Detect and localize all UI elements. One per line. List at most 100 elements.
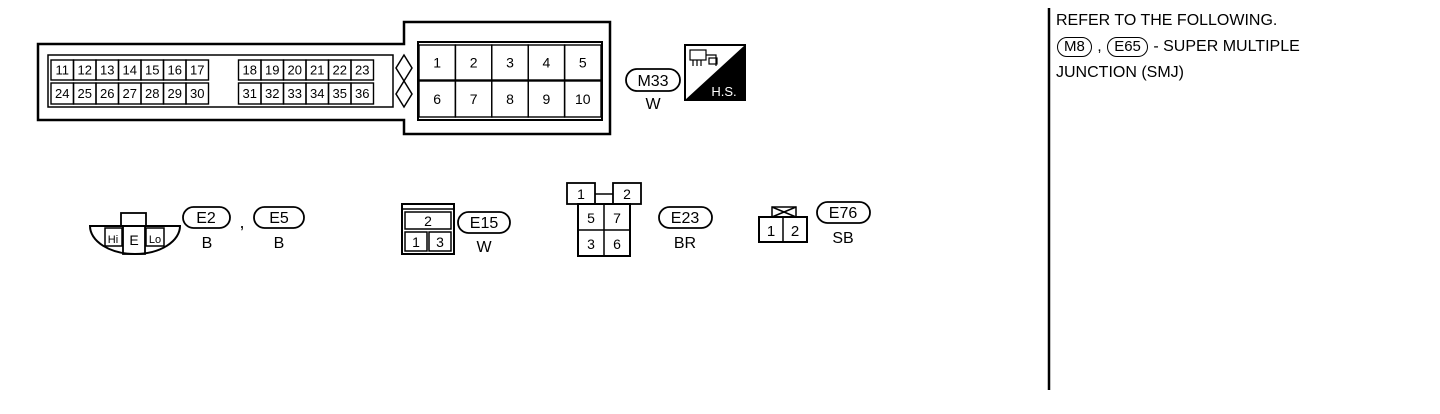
pin-20: 20 bbox=[288, 63, 302, 78]
note-line-2-text: - SUPER MULTIPLE bbox=[1153, 38, 1300, 55]
pin-12: 12 bbox=[78, 63, 92, 78]
pin-1: 1 bbox=[433, 55, 441, 71]
e15-label: E15 bbox=[470, 215, 499, 232]
pin-14: 14 bbox=[123, 63, 137, 78]
pin-4: 4 bbox=[543, 55, 551, 71]
pin-7: 7 bbox=[470, 91, 478, 107]
pin-15: 15 bbox=[145, 63, 159, 78]
pin-32: 32 bbox=[265, 86, 279, 101]
pin-22: 22 bbox=[333, 63, 347, 78]
keyway-upper bbox=[395, 53, 413, 83]
pin-26: 26 bbox=[100, 86, 114, 101]
m33-label: M33 bbox=[637, 73, 668, 90]
e23-pin-3: 3 bbox=[587, 236, 595, 252]
right-pins-top: 1 2 3 4 5 bbox=[418, 44, 602, 81]
pin-cell bbox=[185, 82, 210, 105]
main-connector-housing bbox=[36, 20, 612, 136]
pin-16: 16 bbox=[168, 63, 182, 78]
note-line-1: REFER TO THE FOLLOWING. bbox=[1056, 12, 1278, 29]
smj-reference-note: REFER TO THE FOLLOWING. M8 , E65 - SUPER… bbox=[1056, 8, 1436, 86]
pin-3: 3 bbox=[506, 55, 514, 71]
pin-31: 31 bbox=[243, 86, 257, 101]
pin-11: 11 bbox=[56, 63, 70, 78]
e2-color: B bbox=[202, 235, 213, 252]
e76-pin-1: 1 bbox=[767, 223, 775, 240]
e15-pin-1: 1 bbox=[412, 234, 420, 250]
e23-pin-5: 5 bbox=[587, 210, 595, 226]
e76-color: SB bbox=[832, 230, 853, 247]
pin-cell bbox=[563, 80, 602, 118]
connector-sketch-icon bbox=[689, 49, 718, 66]
pin-17: 17 bbox=[190, 63, 204, 78]
e23-pin-7: 7 bbox=[613, 210, 621, 226]
e23-pin-2: 2 bbox=[623, 186, 631, 202]
keyway-lower bbox=[395, 79, 413, 109]
e23-badge bbox=[658, 206, 713, 229]
pin-19: 19 bbox=[265, 63, 279, 78]
left-pins-bottom: 24 25 26 27 28 29 30 31 32 33 34 35 36 bbox=[50, 82, 375, 105]
e5-label: E5 bbox=[269, 210, 289, 227]
e23-connector: 1 2 5 7 3 6 bbox=[566, 182, 642, 257]
pin-27: 27 bbox=[123, 86, 137, 101]
pin-23: 23 bbox=[355, 63, 369, 78]
pin-33: 33 bbox=[288, 86, 302, 101]
pin-34: 34 bbox=[310, 86, 324, 101]
left-pins-top: 11 12 13 14 15 16 17 18 19 20 21 22 23 bbox=[50, 59, 375, 81]
e76-connector: 1 2 bbox=[758, 206, 808, 243]
e15-badge bbox=[457, 211, 511, 234]
hs-symbol: H.S. bbox=[684, 44, 746, 101]
left-pin-block bbox=[47, 54, 394, 108]
ref-e65-badge: E65 bbox=[1107, 37, 1148, 57]
e76-pin-2: 2 bbox=[791, 223, 799, 240]
e15-pin-3: 3 bbox=[436, 234, 444, 250]
e15-color: W bbox=[476, 239, 492, 256]
pin-hi: Hi bbox=[108, 234, 118, 246]
e2-e5-separator: , bbox=[239, 212, 244, 232]
pin-8: 8 bbox=[506, 91, 514, 107]
pin-35: 35 bbox=[333, 86, 347, 101]
pin-18: 18 bbox=[243, 63, 257, 78]
e23-color: BR bbox=[674, 235, 696, 252]
pin-24: 24 bbox=[55, 86, 69, 101]
pin-25: 25 bbox=[78, 86, 92, 101]
pin-2: 2 bbox=[470, 55, 478, 71]
hs-label: H.S. bbox=[711, 84, 736, 99]
pin-36: 36 bbox=[355, 86, 369, 101]
pin-28: 28 bbox=[145, 86, 159, 101]
e5-badge bbox=[253, 206, 305, 229]
pin-9: 9 bbox=[543, 91, 551, 107]
e23-pin-6: 6 bbox=[613, 236, 621, 252]
m33-badge bbox=[625, 68, 681, 92]
pin-13: 13 bbox=[100, 63, 114, 78]
note-line-3: JUNCTION (SMJ) bbox=[1056, 64, 1184, 81]
pin-21: 21 bbox=[310, 63, 324, 78]
e2-label: E2 bbox=[196, 210, 216, 227]
pin-5: 5 bbox=[579, 55, 587, 71]
pin-30: 30 bbox=[190, 86, 204, 101]
pin-cell bbox=[185, 59, 210, 81]
ref-m8-badge: M8 bbox=[1057, 37, 1092, 57]
e5-color: B bbox=[274, 235, 285, 252]
e2-badge bbox=[182, 206, 231, 229]
pin-cell bbox=[350, 59, 375, 81]
e76-badge bbox=[816, 201, 871, 224]
headlamp-connector: Hi E Lo bbox=[88, 212, 182, 255]
e23-pin-1: 1 bbox=[577, 186, 585, 202]
e23-label: E23 bbox=[671, 210, 700, 227]
ref-separator: , bbox=[1097, 38, 1102, 55]
pin-lo: Lo bbox=[149, 234, 161, 246]
m33-color: W bbox=[645, 96, 661, 113]
pin-cell bbox=[350, 82, 375, 105]
note-line-2: M8 , E65 - SUPER MULTIPLE bbox=[1056, 34, 1436, 60]
e15-pin-2: 2 bbox=[424, 213, 432, 229]
pin-e: E bbox=[129, 232, 138, 248]
pin-29: 29 bbox=[168, 86, 182, 101]
right-pin-block bbox=[417, 41, 603, 121]
pin-cell bbox=[563, 44, 602, 81]
pin-10: 10 bbox=[575, 91, 591, 107]
e15-connector: 2 1 3 bbox=[401, 203, 455, 255]
e76-label: E76 bbox=[829, 205, 858, 222]
